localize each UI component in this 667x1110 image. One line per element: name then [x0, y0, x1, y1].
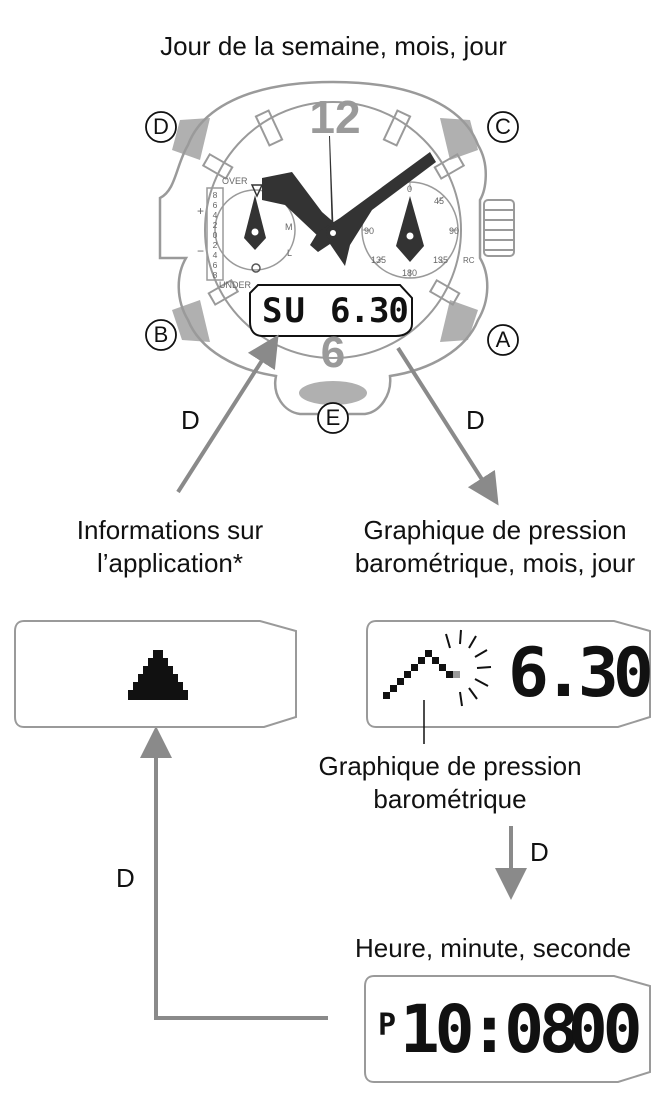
lcd-day: SU: [262, 291, 307, 331]
over-marker: [250, 184, 264, 198]
altitude-scale: [206, 187, 224, 281]
button-a-label: A: [495, 327, 511, 352]
arrow-to-baro: [396, 346, 499, 506]
app-info-line1: Informations sur: [76, 515, 264, 545]
watch-dial: [204, 101, 462, 359]
watch-illustration: [158, 80, 515, 416]
second-hand: [329, 136, 334, 240]
baro-blink-rays: [445, 629, 492, 707]
time-caption: Heure, minute, seconde: [355, 933, 632, 963]
arrow-to-app-info: [176, 334, 279, 494]
arrows: [140, 334, 527, 1020]
top-caption: Jour de la semaine, mois, jour: [160, 31, 507, 61]
arrow-label-d-left: D: [181, 405, 200, 435]
hour-indices: [201, 109, 466, 306]
arrow-label-d-right: D: [466, 405, 485, 435]
dial-6: 6: [320, 328, 346, 377]
button-e-pad: [299, 381, 367, 405]
rc-label: RC: [463, 256, 475, 265]
hour-hand: [262, 172, 345, 245]
time-hour-minute: 10:08: [400, 991, 579, 1068]
baro-callout-caption: Graphique de pression barométrique: [290, 750, 610, 815]
time-display: [364, 975, 651, 1083]
main-lcd-window: [249, 284, 413, 337]
subdial-letter-m: M: [285, 222, 293, 232]
app-triangle-icon: [128, 650, 188, 700]
arrow-time-to-app-info: [140, 726, 328, 1020]
baro-graph-icon: [383, 650, 460, 699]
button-c-pad: [440, 118, 478, 160]
button-c-label: C: [495, 114, 511, 139]
left-subdial-hand: [244, 195, 266, 250]
button-e-label: E: [325, 405, 341, 430]
scale-plus: +: [197, 204, 205, 218]
time-seconds: 00: [568, 991, 643, 1068]
button-b-pad: [172, 300, 210, 342]
app-info-line2: l’application*: [97, 547, 243, 578]
baro-callout-line1: Graphique de pression: [318, 751, 582, 781]
scale-minus: −: [197, 244, 205, 258]
app-info-caption: Informations sur l’application*: [20, 514, 320, 579]
crown: [483, 199, 515, 257]
button-a-pad: [440, 300, 478, 342]
arrow-label-d-down: D: [530, 837, 549, 867]
baro-line2: barométrique, mois, jour: [354, 547, 636, 578]
button-labels: [145, 111, 519, 434]
button-d-label: D: [153, 114, 169, 139]
arrow-label-d-up: D: [116, 863, 135, 893]
minute-hand: [310, 152, 436, 266]
scale-under: UNDER: [219, 280, 252, 290]
watch-case: [158, 80, 489, 416]
baro-callout-line2: barométrique: [373, 783, 527, 814]
baro-date-digits: 6.30: [508, 634, 654, 713]
button-b-label: B: [153, 322, 169, 347]
baro-caption: Graphique de pression barométrique, mois…: [330, 514, 660, 579]
under-dot: [251, 263, 261, 273]
baro-line1: Graphique de pression: [363, 515, 627, 545]
right-hand-pin: [406, 232, 414, 240]
left-hand-pin: [251, 228, 259, 236]
lcd-date: 6.30: [330, 291, 409, 331]
right-subdial-hand: [396, 196, 424, 262]
dial-12: 12: [309, 91, 361, 143]
subdial-letter-l: L: [287, 248, 293, 258]
baro-display: [366, 620, 651, 728]
scale-over: OVER: [222, 176, 248, 186]
time-pm-indicator: P: [378, 1008, 397, 1043]
